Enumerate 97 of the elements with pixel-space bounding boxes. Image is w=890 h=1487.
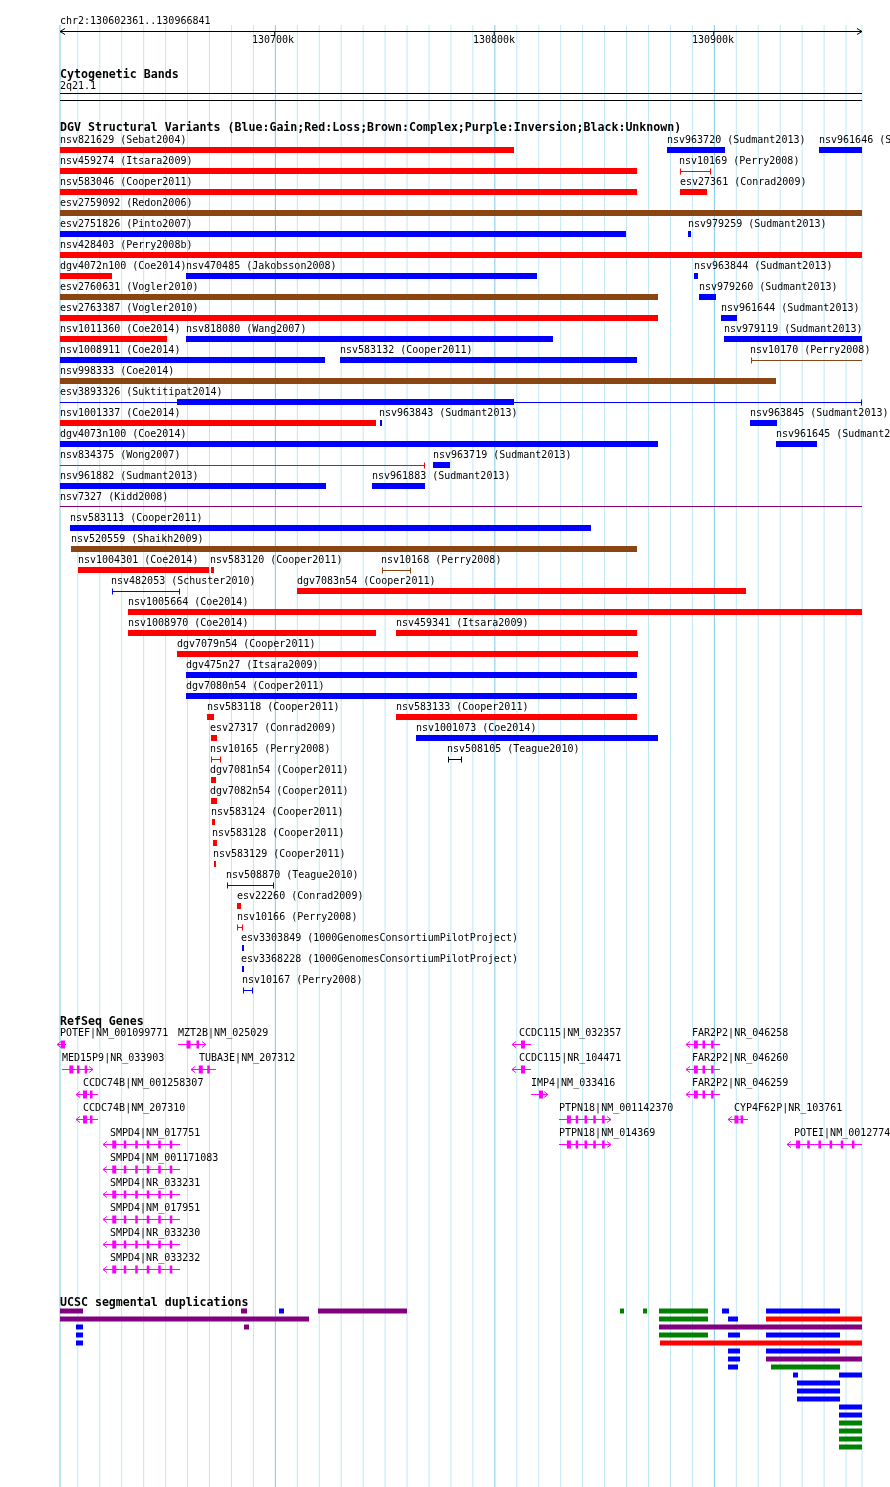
variant-label: dgv475n27 (Itsara2009) [186, 659, 319, 671]
variant-label: nsv10165 (Perry2008) [210, 743, 331, 755]
gene-label: CYP4F62P|NR_103761 [734, 1102, 843, 1114]
variant-label: nsv7327 (Kidd2008) [60, 491, 169, 503]
variant-label: nsv428403 (Perry2008b) [60, 239, 193, 251]
gene-label: SMPD4|NM_017751 [110, 1127, 201, 1139]
axis-tick-label: 130700k [252, 34, 295, 46]
variant-label: nsv583118 (Cooper2011) [207, 701, 340, 713]
variant-label: nsv963843 (Sudmant2013) [379, 407, 518, 419]
variant-label: dgv4072n100 (Coe2014) [60, 260, 187, 272]
variant-label: nsv459274 (Itsara2009) [60, 155, 193, 167]
variant-label: esv22260 (Conrad2009) [237, 890, 364, 902]
variant-label: nsv583129 (Cooper2011) [213, 848, 346, 860]
variant-label: nsv1011360 (Coe2014) [60, 323, 181, 335]
variant-label: esv2759092 (Redon2006) [60, 197, 193, 209]
gene-label: CCDC74B|NM_207310 [83, 1102, 186, 1114]
track-title: DGV Structural Variants (Blue:Gain;Red:Loss;Brown:Complex;Purple:Inversion;Black:Unknown) [60, 120, 682, 134]
gene-label: CCDC115|NR_104471 [519, 1052, 622, 1064]
variant-label: nsv482053 (Schuster2010) [111, 575, 256, 587]
variant-label: nsv963720 (Sudmant2013) [667, 134, 806, 146]
variant-label: nsv961645 (Sudmant2 [776, 428, 890, 440]
variant-label: dgv7083n54 (Cooper2011) [297, 575, 436, 587]
variant-label: nsv583046 (Cooper2011) [60, 176, 193, 188]
variant-label: nsv1001073 (Coe2014) [416, 722, 537, 734]
track-title: Cytogenetic Bands [60, 67, 179, 81]
gene-label: POTEI|NM_0012774 [794, 1127, 890, 1139]
gene-label: SMPD4|NM_017951 [110, 1202, 201, 1214]
gene-label: PTPN18|NM_014369 [559, 1127, 656, 1139]
axis-tick-label: 130900k [692, 34, 735, 46]
variant-label: nsv963719 (Sudmant2013) [433, 449, 572, 461]
variant-label: nsv1008970 (Coe2014) [128, 617, 249, 629]
variant-label: nsv583132 (Cooper2011) [340, 344, 473, 356]
variant-label: nsv979259 (Sudmant2013) [688, 218, 827, 230]
variant-label: nsv979119 (Sudmant2013) [724, 323, 863, 335]
variant-label: nsv10167 (Perry2008) [242, 974, 363, 986]
variant-label: nsv10169 (Perry2008) [679, 155, 800, 167]
gene-label: IMP4|NM_033416 [531, 1077, 616, 1089]
variant-label: nsv1005664 (Coe2014) [128, 596, 249, 608]
variant-label: dgv7081n54 (Cooper2011) [210, 764, 349, 776]
variant-label: nsv979260 (Sudmant2013) [699, 281, 838, 293]
variant-label: dgv7079n54 (Cooper2011) [177, 638, 316, 650]
gene-label: MZT2B|NM_025029 [178, 1027, 269, 1039]
gene-label: SMPD4|NR_033230 [110, 1227, 201, 1239]
variant-label: nsv508870 (Teague2010) [226, 869, 359, 881]
variant-label: nsv583128 (Cooper2011) [212, 827, 345, 839]
variant-label: esv2763387 (Vogler2010) [60, 302, 199, 314]
track-title: UCSC segmental duplications [60, 1295, 249, 1309]
variant-label: nsv583113 (Cooper2011) [70, 512, 203, 524]
variant-label: nsv961882 (Sudmant2013) [60, 470, 199, 482]
variant-label: esv3368228 (1000GenomesConsortiumPilotProject) [241, 953, 518, 965]
variant-label: nsv583120 (Cooper2011) [210, 554, 343, 566]
variant-label: dgv7082n54 (Cooper2011) [210, 785, 349, 797]
variant-label: nsv1001337 (Coe2014) [60, 407, 181, 419]
gene-label: CCDC74B|NM_001258307 [83, 1077, 204, 1089]
variant-label: nsv818080 (Wang2007) [186, 323, 307, 335]
gene-label: FAR2P2|NR_046258 [692, 1027, 789, 1039]
axis-tick-label: 130800k [473, 34, 516, 46]
gene-label: TUBA3E|NM_207312 [199, 1052, 296, 1064]
coordinate-label: chr2:130602361..130966841 [60, 15, 211, 27]
variant-label: nsv963844 (Sudmant2013) [694, 260, 833, 272]
variant-label: esv2751826 (Pinto2007) [60, 218, 193, 230]
gene-label: SMPD4|NR_033231 [110, 1177, 201, 1189]
variant-label: nsv961644 (Sudmant2013) [721, 302, 860, 314]
variant-label: nsv470485 (Jakobsson2008) [186, 260, 337, 272]
variant-label: nsv834375 (Wong2007) [60, 449, 181, 461]
gene-label: POTEF|NM_001099771 [60, 1027, 169, 1039]
gene-label: PTPN18|NM_001142370 [559, 1102, 674, 1114]
gene-label: MED15P9|NR_033903 [62, 1052, 165, 1064]
track-title: RefSeq Genes [60, 1014, 144, 1028]
band-label: 2q21.1 [60, 80, 97, 92]
variant-label: nsv520559 (Shaikh2009) [71, 533, 204, 545]
variant-label: nsv998333 (Coe2014) [60, 365, 175, 377]
variant-label: dgv7080n54 (Cooper2011) [186, 680, 325, 692]
gene-label: FAR2P2|NR_046260 [692, 1052, 789, 1064]
variant-label: nsv10170 (Perry2008) [750, 344, 871, 356]
variant-label: esv27317 (Conrad2009) [210, 722, 337, 734]
variant-label: nsv963845 (Sudmant2013) [750, 407, 889, 419]
variant-label: nsv961883 (Sudmant2013) [372, 470, 511, 482]
variant-label: nsv459341 (Itsara2009) [396, 617, 529, 629]
gene-label: CCDC115|NM_032357 [519, 1027, 622, 1039]
gene-label: SMPD4|NM_001171083 [110, 1152, 219, 1164]
variant-label: esv27361 (Conrad2009) [680, 176, 807, 188]
variant-label: nsv10168 (Perry2008) [381, 554, 502, 566]
variant-label: nsv961646 (S [819, 134, 890, 146]
variant-label: nsv10166 (Perry2008) [237, 911, 358, 923]
gene-label: SMPD4|NR_033232 [110, 1252, 201, 1264]
gene-label: FAR2P2|NR_046259 [692, 1077, 789, 1089]
variant-label: esv3303849 (1000GenomesConsortiumPilotProject) [241, 932, 518, 944]
variant-label: nsv583124 (Cooper2011) [211, 806, 344, 818]
variant-label: esv3893326 (Suktitipat2014) [60, 386, 223, 398]
variant-label: dgv4073n100 (Coe2014) [60, 428, 187, 440]
variant-label: nsv821629 (Sebat2004) [60, 134, 187, 146]
variant-label: nsv508105 (Teague2010) [447, 743, 580, 755]
variant-label: nsv1008911 (Coe2014) [60, 344, 181, 356]
variant-label: esv2760631 (Vogler2010) [60, 281, 199, 293]
variant-label: nsv583133 (Cooper2011) [396, 701, 529, 713]
variant-label: nsv1004301 (Coe2014) [78, 554, 199, 566]
